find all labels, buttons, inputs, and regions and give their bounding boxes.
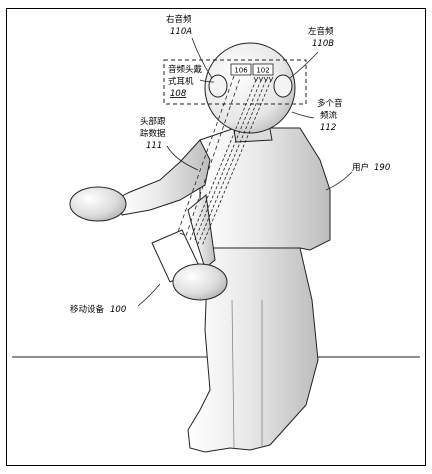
tracking-label-line2: 踪数据 [140,128,166,139]
headset-label-line1: 音频头戴 [168,64,203,75]
user-torso [199,127,331,251]
user-num: 190 [374,163,390,173]
leg-line-1 [231,299,235,449]
user-right-forearm [187,194,216,269]
box-102-label: 102 [256,67,269,75]
streams-num: 112 [320,123,336,133]
right-audio-num: 110A [170,27,192,37]
audio-stream-lines [189,79,272,247]
user-left-arm [117,139,211,216]
user-left-hand [69,186,127,222]
left-audio-label: 左音频 [308,26,334,37]
headset-dashed-box [163,59,307,105]
user-legs [187,247,319,453]
streams-label-line1: 多个音 [317,98,343,109]
left-earbud [273,74,293,98]
head-tracking-path [177,75,241,237]
device-num: 100 [110,305,126,315]
right-audio-label: 右音频 [166,14,192,25]
box-106-label: 106 [234,67,248,75]
user-right-hand [172,263,228,301]
component-box-106 [230,63,252,76]
user-label: 用户 [352,162,369,173]
tracking-label-line1: 头部跟 [140,116,166,127]
headset-num: 108 [170,89,187,99]
headset-label-line2: 式耳机 [168,76,194,87]
leader-lines [137,37,353,307]
right-earbud [208,74,228,98]
component-box-102 [252,63,274,76]
tracking-num: 111 [146,141,162,151]
left-audio-num: 110B [312,39,334,49]
device-label: 移动设备 [70,304,105,315]
streams-label-line2: 频流 [320,110,338,121]
figure-frame [6,8,426,466]
